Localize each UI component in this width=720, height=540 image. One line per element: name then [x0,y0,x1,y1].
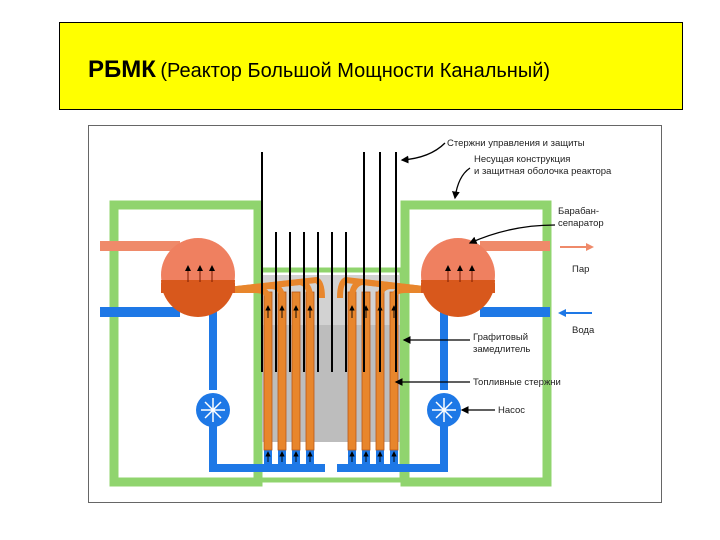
leader-lines [394,142,556,414]
control-rods [261,152,397,372]
label-steam: Пар [572,264,589,275]
water-arrow [558,309,592,317]
slide-title: РБМК (Реактор Большой Мощности Канальный… [88,56,550,84]
steam-pipe-left [100,241,180,251]
label-drum-1: Барабан- [558,206,599,217]
riser-pipes [227,276,433,299]
water-pipe-left [100,307,180,317]
drum-separator-left [161,238,235,317]
pump-right [427,393,461,427]
title-subtitle: (Реактор Большой Мощности Канальный) [160,60,551,82]
title-main: РБМК [88,56,156,83]
label-structure-1: Несущая конструкция [474,154,570,165]
water-pipe-right [480,307,550,317]
label-water: Вода [572,325,595,336]
label-structure-2: и защитная оболочка реактора [474,166,612,177]
label-control-rods: Стержни управления и защиты [447,138,585,149]
label-pump: Насос [498,405,525,416]
steam-arrow [560,243,594,251]
label-graphite-1: Графитовый [473,332,528,343]
title-box: РБМК (Реактор Большой Мощности Канальный… [59,22,683,110]
label-drum-2: сепаратор [558,218,604,229]
steam-pipe-right [480,241,550,251]
pump-left [196,393,230,427]
label-fuel-rods: Топливные стержни [473,377,561,388]
label-graphite-2: замедлитель [473,344,530,355]
drum-separator-right [421,238,495,317]
